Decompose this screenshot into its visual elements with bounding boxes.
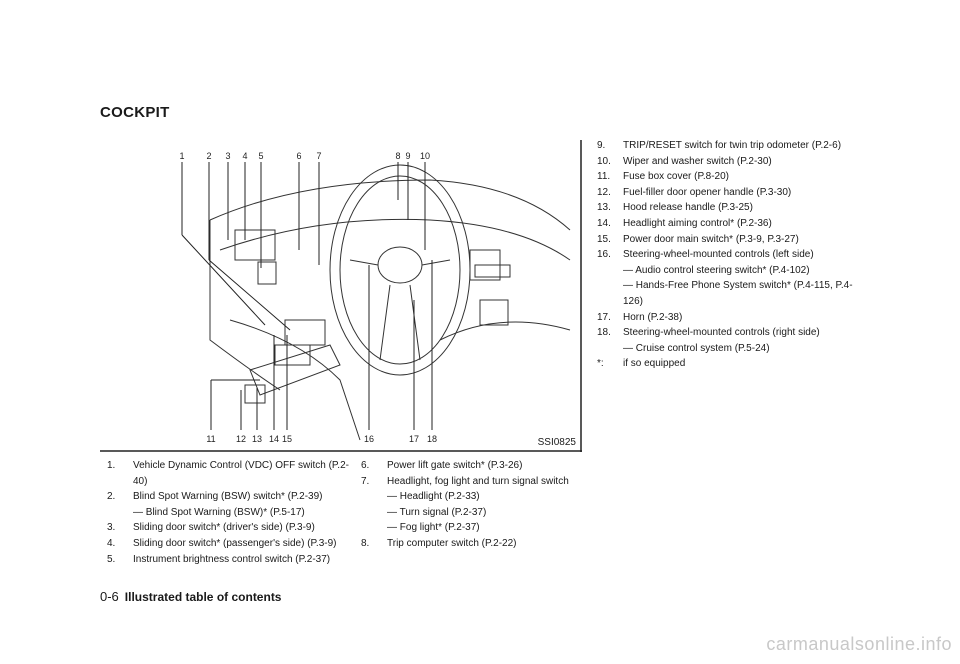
section-title: COCKPIT bbox=[100, 104, 170, 121]
legend-item-text: Hood release handle (P.3-25) bbox=[623, 202, 753, 214]
legend-item-text: Steering-wheel-mounted controls (right s… bbox=[623, 327, 820, 339]
page-number: 0-6 bbox=[100, 589, 119, 604]
legend-item: 8. Trip computer switch (P.2-22) bbox=[361, 536, 591, 552]
legend-item-number: 9. bbox=[597, 140, 606, 151]
legend-item-number: 4. bbox=[107, 537, 116, 549]
cockpit-illustration: 1 2 3 4 5 6 7 8 9 10 11 12 13 14 15 16 1… bbox=[100, 140, 582, 452]
legend-sub-item: — Turn signal (P.2-37) bbox=[387, 506, 487, 518]
legend-item: 18. Steering-wheel-mounted controls (righ… bbox=[597, 325, 857, 356]
legend-sub-item: — Headlight (P.2-33) bbox=[387, 491, 480, 503]
legend-item: 7. Headlight, fog light and turn signal s… bbox=[361, 474, 591, 536]
legend-item: 16. Steering-wheel-mounted controls (left… bbox=[597, 247, 857, 309]
legend-item-text: if so equipped bbox=[623, 358, 686, 370]
callout-2: 2 bbox=[206, 151, 212, 161]
legend-item-number: 7. bbox=[361, 475, 370, 487]
legend-item-text: TRIP/RESET switch for twin trip odometer… bbox=[623, 140, 842, 151]
legend-item: 11. Fuse box cover (P.8-20) bbox=[597, 169, 857, 185]
legend-sub-item: — Cruise control system (P.5-24) bbox=[623, 342, 770, 354]
figure-id: SSI0825 bbox=[537, 437, 576, 448]
legend-item-text: Blind Spot Warning (BSW) switch* (P.2-39… bbox=[133, 491, 323, 503]
callout-3: 3 bbox=[225, 151, 231, 161]
legend-column-2: 6. Power lift gate switch* (P.3-26) 7. Head… bbox=[361, 458, 591, 552]
legend-item-text: Instrument brightness control switch (P.… bbox=[133, 553, 331, 565]
callout-4: 4 bbox=[242, 151, 248, 161]
legend-item: 13. Hood release handle (P.3-25) bbox=[597, 200, 857, 216]
legend-item-text: Headlight, fog light and turn signal swi… bbox=[387, 475, 569, 487]
legend-item-number: 8. bbox=[361, 537, 370, 549]
legend-item: 3. Sliding door switch* (driver's side) (… bbox=[107, 520, 352, 536]
legend-item-number: 2. bbox=[107, 491, 116, 503]
legend-item: 9. TRIP/RESET switch for twin trip odomet… bbox=[597, 138, 857, 154]
watermark: carmanualsonline.info bbox=[766, 634, 952, 654]
callout-12: 12 bbox=[235, 434, 247, 444]
callout-1: 1 bbox=[179, 151, 185, 161]
legend-item-text: Fuse box cover (P.8-20) bbox=[623, 171, 729, 183]
legend-item-number: 3. bbox=[107, 522, 116, 534]
legend-item-text: Horn (P.2-38) bbox=[623, 311, 683, 323]
legend-item-number: 12. bbox=[597, 186, 611, 198]
legend-item-text: Sliding door switch* (passenger's side) … bbox=[133, 537, 337, 549]
legend-item: 14. Headlight aiming control* (P.2-36) bbox=[597, 216, 857, 232]
legend-item: 1. Vehicle Dynamic Control (VDC) OFF swit… bbox=[107, 458, 352, 489]
callout-13: 13 bbox=[251, 434, 263, 444]
callout-16: 16 bbox=[363, 434, 375, 444]
legend-item-text: Fuel-filler door opener handle (P.3-30) bbox=[623, 186, 792, 198]
legend-sub-item: — Audio control steering switch* (P.4-10… bbox=[623, 264, 810, 276]
legend-column-1: 1. Vehicle Dynamic Control (VDC) OFF swit… bbox=[107, 458, 352, 567]
callout-5: 5 bbox=[258, 151, 264, 161]
legend-item: 6. Power lift gate switch* (P.3-26) bbox=[361, 458, 591, 474]
legend-item-text: Steering-wheel-mounted controls (left si… bbox=[623, 249, 814, 261]
legend-item: 5. Instrument brightness control switch (… bbox=[107, 552, 352, 568]
legend-column-3: 9. TRIP/RESET switch for twin trip odomet… bbox=[597, 138, 857, 372]
legend-item-number: *: bbox=[597, 358, 604, 370]
callout-9: 9 bbox=[405, 151, 411, 161]
legend-item: 4. Sliding door switch* (passenger's side… bbox=[107, 536, 352, 552]
legend-item-number: 10. bbox=[597, 155, 611, 167]
legend-item-text: Power door main switch* (P.3-9, P.3-27) bbox=[623, 233, 799, 245]
callout-11: 11 bbox=[206, 434, 216, 444]
legend-item-number: 13. bbox=[597, 202, 611, 214]
page-footer: 0-6 Illustrated table of contents bbox=[100, 589, 281, 604]
legend-item: 12. Fuel-filler door opener handle (P.3-3… bbox=[597, 185, 857, 201]
legend-item-text: Power lift gate switch* (P.3-26) bbox=[387, 460, 523, 471]
callout-10: 10 bbox=[419, 151, 431, 161]
legend-item-number: 14. bbox=[597, 217, 611, 229]
callout-18: 18 bbox=[426, 434, 438, 444]
legend-item: 10. Wiper and washer switch (P.2-30) bbox=[597, 154, 857, 170]
callout-15: 15 bbox=[281, 434, 293, 444]
legend-sub-item: — Blind Spot Warning (BSW)* (P.5-17) bbox=[133, 506, 305, 518]
legend-item: 17. Horn (P.2-38) bbox=[597, 310, 857, 326]
legend-item: 15. Power door main switch* (P.3-9, P.3-2… bbox=[597, 232, 857, 248]
legend-item-number: 16. bbox=[597, 249, 611, 261]
legend-item-text: Vehicle Dynamic Control (VDC) OFF switch… bbox=[133, 460, 349, 487]
legend-item: *: if so equipped bbox=[597, 356, 857, 372]
callout-7: 7 bbox=[316, 151, 322, 161]
legend-sub-item: — Hands-Free Phone System switch* (P.4-1… bbox=[623, 280, 853, 307]
callout-17: 17 bbox=[408, 434, 420, 444]
legend-item-text: Trip computer switch (P.2-22) bbox=[387, 537, 517, 549]
callout-14: 14 bbox=[268, 434, 280, 444]
callout-8: 8 bbox=[395, 151, 401, 161]
legend-item-number: 18. bbox=[597, 327, 611, 339]
legend-item-number: 15. bbox=[597, 233, 611, 245]
legend-item-number: 1. bbox=[107, 460, 116, 471]
cockpit-drawing bbox=[100, 140, 582, 452]
legend-sub-item: — Fog light* (P.2-37) bbox=[387, 522, 480, 534]
legend-item-number: 17. bbox=[597, 311, 611, 323]
legend-item-text: Sliding door switch* (driver's side) (P.… bbox=[133, 522, 315, 534]
callout-6: 6 bbox=[296, 151, 302, 161]
legend-item-number: 6. bbox=[361, 460, 370, 471]
legend-item-number: 11. bbox=[597, 171, 611, 183]
legend-item: 2. Blind Spot Warning (BSW) switch* (P.2-… bbox=[107, 489, 352, 520]
legend-item-text: Wiper and washer switch (P.2-30) bbox=[623, 155, 772, 167]
footer-title: Illustrated table of contents bbox=[124, 590, 282, 604]
legend-item-text: Headlight aiming control* (P.2-36) bbox=[623, 217, 772, 229]
legend-item-number: 5. bbox=[107, 553, 116, 565]
